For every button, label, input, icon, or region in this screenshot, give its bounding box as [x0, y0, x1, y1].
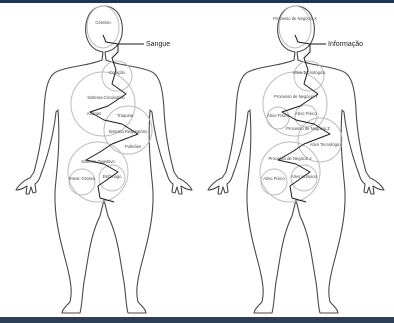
- label-ativo-fisico-2: Ativo Físico: [295, 111, 317, 116]
- label-coracao: Coração: [109, 70, 125, 75]
- brain-bubble: [87, 6, 119, 48]
- label-sistema-circulatorio: Sistema Circulatório: [87, 95, 125, 100]
- right-body-figure: Informação Processo de Negócio X Ativo T…: [208, 6, 384, 313]
- label-ativo-humano: Ativo Humano: [291, 174, 318, 179]
- label-sistema-respiratorio: Sistema Respiratório: [109, 129, 149, 134]
- label-processo-j: Processo de Negócio J: [268, 156, 311, 161]
- digestive-bubble: [68, 142, 128, 202]
- label-ativo-tecnologico-2: Ativo Tecnológico: [310, 142, 343, 147]
- heart-bubble: [102, 61, 132, 91]
- left-body-figure: Sangue Cérebro Coração Sistema Circulató…: [16, 6, 192, 313]
- label-arterias: Artérias: [87, 111, 101, 116]
- tech-asset-top-bubble: [294, 61, 324, 91]
- label-processo-z: Processo de Negócio Z: [286, 126, 330, 131]
- label-ativo-tecnologico-1: Ativo Tecnológico: [293, 70, 326, 75]
- top-frame-bar: [0, 0, 394, 3]
- physical-asset-bottom-bubble: [261, 169, 287, 195]
- label-processo-x: Processo de Negócio X: [273, 16, 317, 21]
- process-j-bubble: [260, 142, 320, 202]
- process-x-bubble: [279, 6, 311, 48]
- label-sistema-digestivo: Sistema Digestivo: [81, 159, 115, 164]
- label-ativo-fisico-3: Ativo Físico: [263, 176, 285, 181]
- bottom-frame-bar: [0, 317, 394, 323]
- label-traqueia: Tráqueia: [117, 113, 134, 118]
- label-ativo-fisico-1: Ativo Físico: [267, 113, 289, 118]
- label-intestino-grosso: Intest. Grosso: [69, 176, 96, 181]
- informacao-callout: Informação: [328, 41, 363, 48]
- label-processo-y: Processo de Negócio Y: [274, 94, 318, 99]
- label-cerebro: Cérebro: [95, 20, 111, 25]
- large-intestine-bubble: [69, 169, 95, 195]
- sangue-callout: Sangue: [146, 41, 170, 48]
- label-pulmoes: Pulmões: [125, 144, 141, 149]
- label-estomago: Estômago: [103, 174, 123, 179]
